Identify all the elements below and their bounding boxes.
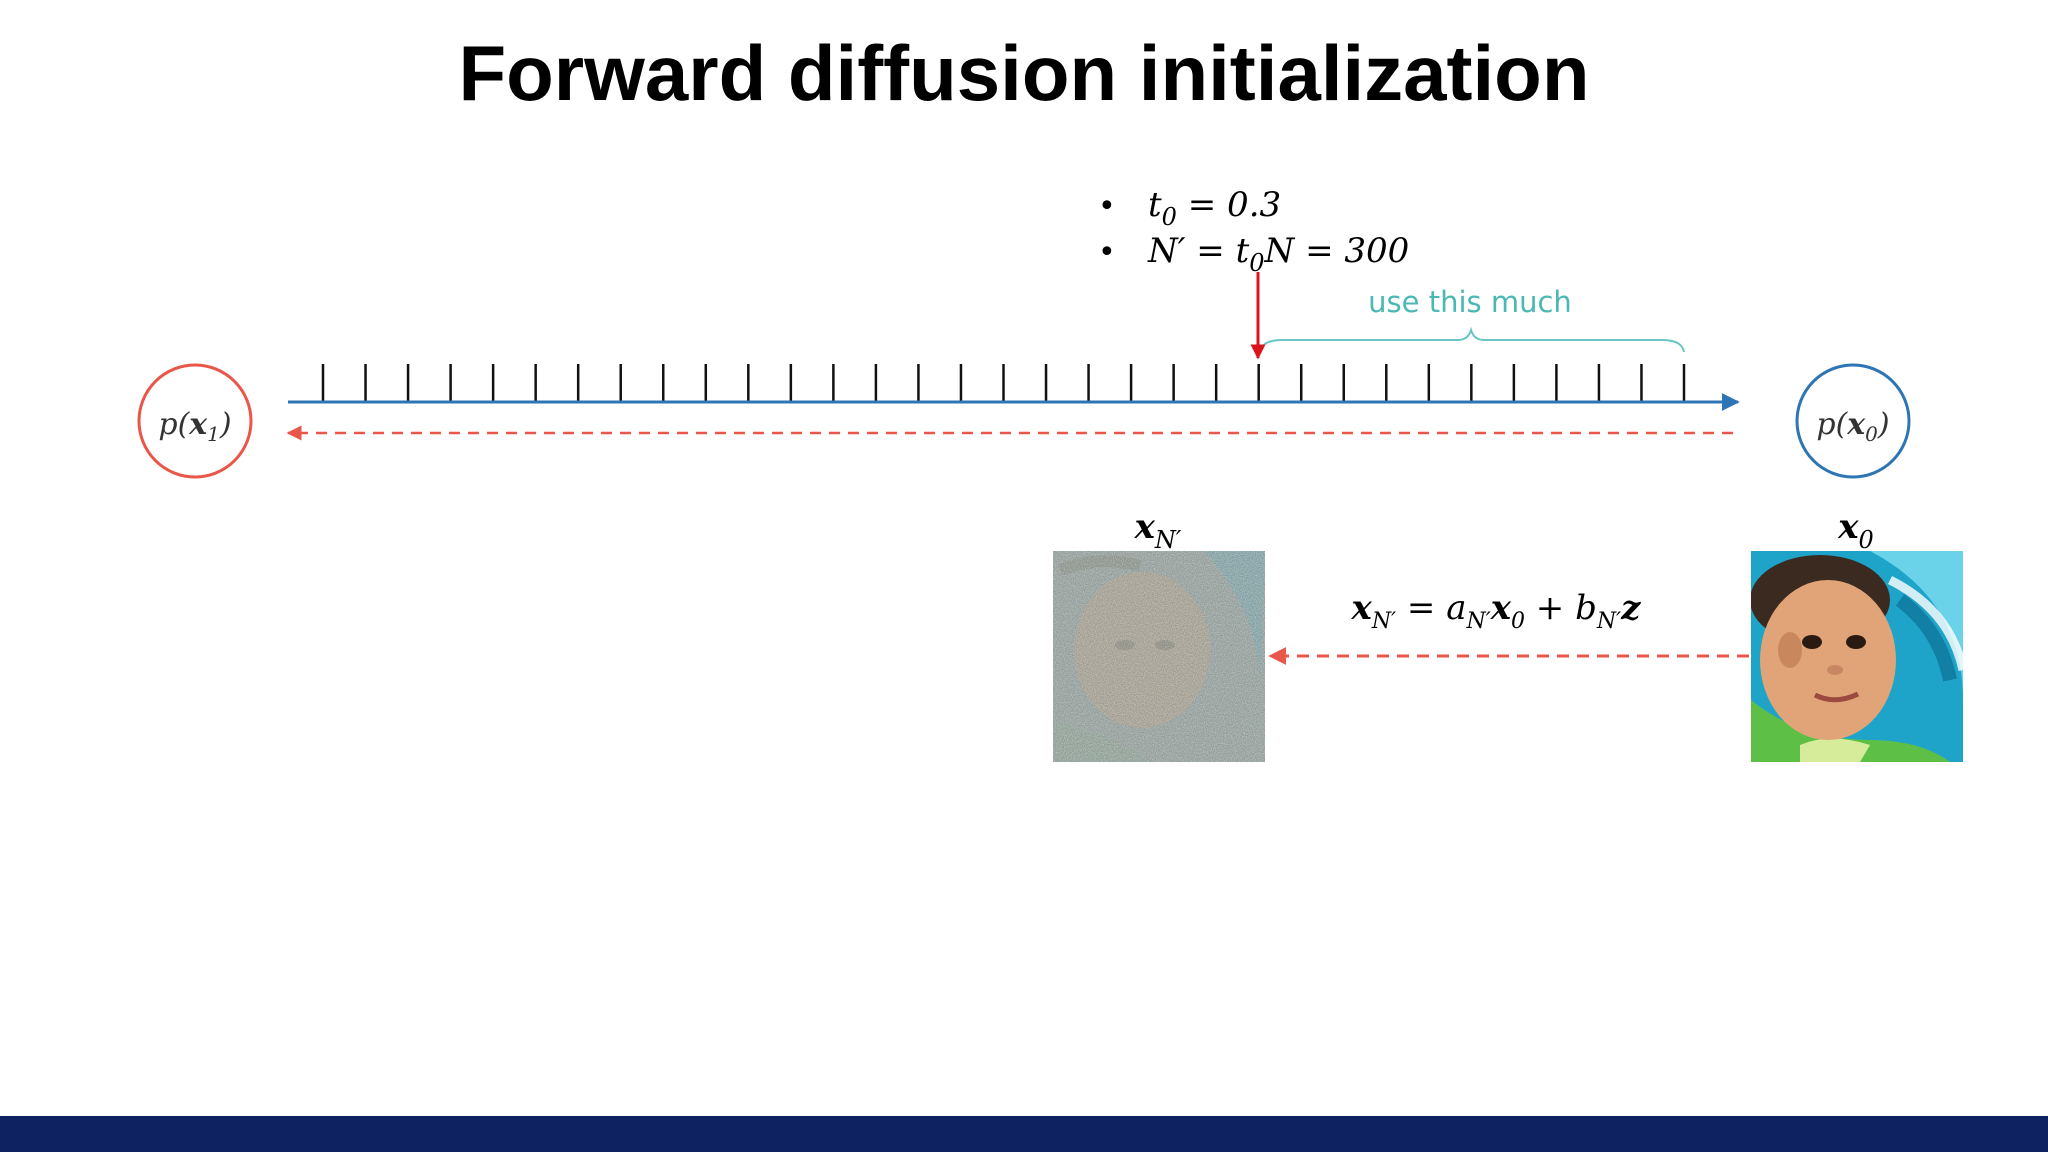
clean-image	[1751, 551, 1963, 762]
node-p-x1: p(x1)	[137, 363, 253, 479]
footer-bar	[0, 1116, 2048, 1152]
brace-label: use this much	[1368, 285, 1572, 319]
node-label: p(x1)	[158, 407, 231, 446]
slide-title: Forward diffusion initialization	[458, 29, 1590, 117]
node-p-x0: p(x0)	[1795, 363, 1911, 479]
noisy-image	[1053, 551, 1265, 762]
node-circle	[1795, 363, 1911, 479]
bullet-t0: t0 = 0.3	[1148, 185, 1281, 231]
clean-image-label: x0	[1837, 507, 1874, 554]
bullet-nprime: N′ = t0N = 300	[1147, 231, 1409, 277]
bullet-marker: •	[1098, 235, 1116, 270]
bullet-list: • t0 = 0.3 • N′ = t0N = 300	[1098, 185, 1409, 277]
forward-equation: xN′ = aN′x0 + bN′z	[1351, 588, 1642, 634]
timeline-ticks	[321, 364, 1686, 402]
node-label: p(x0)	[1816, 407, 1889, 446]
node-circle	[137, 363, 253, 479]
curly-brace	[1259, 326, 1685, 353]
noisy-image-label: xN′	[1134, 507, 1182, 554]
bullet-marker: •	[1098, 189, 1116, 224]
